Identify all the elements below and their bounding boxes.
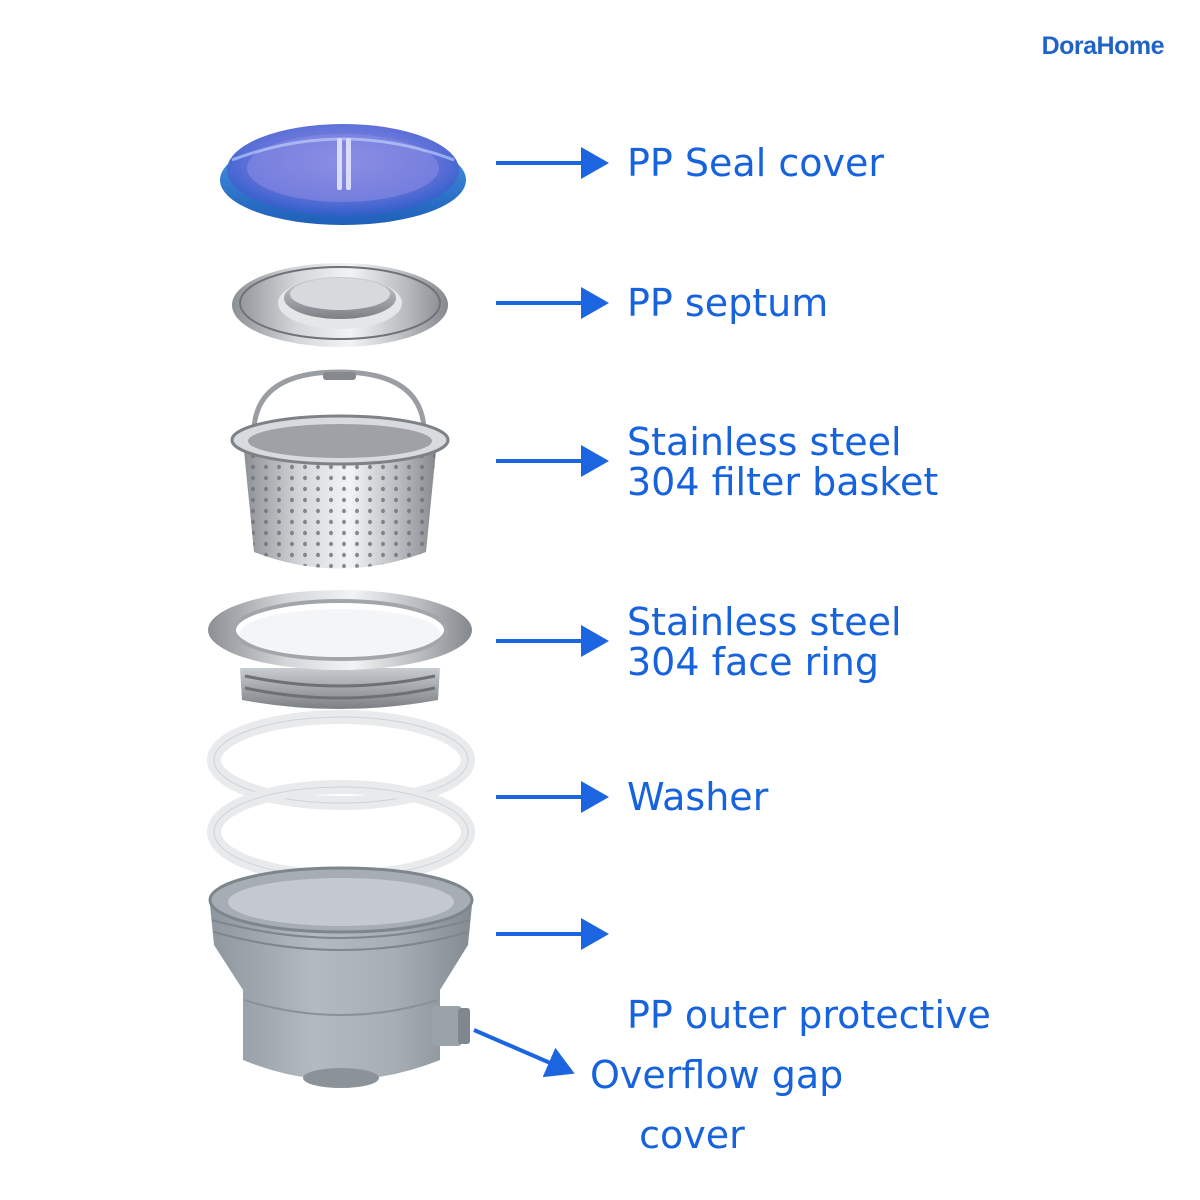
label-overflow-gap: Overflow gap <box>590 1053 844 1097</box>
label-filter-basket: Stainless steel 304 filter basket <box>627 420 939 504</box>
label-septum: PP septum <box>627 281 829 325</box>
brand-logo: DoraHome <box>1041 32 1165 60</box>
label-washer: Washer <box>627 775 769 819</box>
arrow-overflow-gap <box>473 1028 575 1078</box>
filter-basket-illustration <box>230 369 450 569</box>
seal-cover-illustration <box>220 124 466 225</box>
label-face-ring: Stainless steel 304 face ring <box>627 600 902 684</box>
septum-illustration <box>232 263 448 347</box>
outer-cover-illustration <box>208 866 474 1088</box>
label-outer-cover: PP outer protective cover <box>627 993 991 1157</box>
washer-illustration <box>207 710 475 884</box>
label-seal-cover: PP Seal cover <box>627 141 884 185</box>
face-ring-illustration <box>208 590 472 709</box>
